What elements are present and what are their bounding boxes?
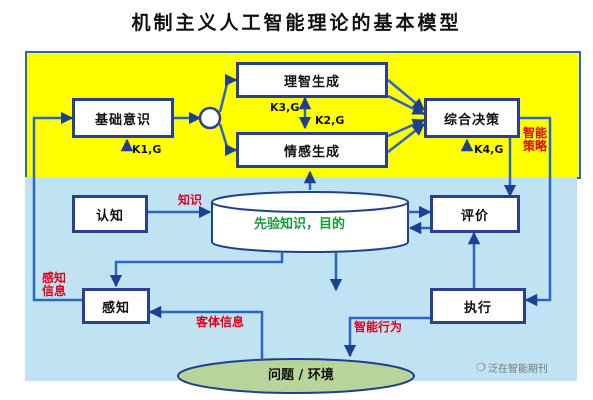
cognition-box: 认知 <box>72 195 148 233</box>
chat-bubble-icon: ❍ <box>476 361 486 374</box>
smart-strategy-line-1: 智能 <box>523 126 548 140</box>
k2g-label: K2,G <box>315 114 345 127</box>
smart-strategy-label: 智能 策略 <box>523 127 547 153</box>
execution-box: 执行 <box>430 288 526 324</box>
comprehensive-decision-box: 综合决策 <box>424 98 520 138</box>
perceived-info-line-1: 感知 <box>42 271 67 285</box>
perceived-info-line-2: 信息 <box>42 284 67 298</box>
basic-consciousness-box: 基础意识 <box>72 98 174 138</box>
watermark: ❍ 泛在智能期刊 <box>476 360 548 375</box>
problem-environment-ellipse <box>177 358 415 394</box>
k3g-label: K3,G <box>270 101 300 114</box>
problem-environment-label: 问题 / 环境 <box>268 368 334 383</box>
diagram-title: 机制主义人工智能理论的基本模型 <box>131 12 462 34</box>
knowledge-label: 知识 <box>178 193 203 207</box>
evaluation-box: 评价 <box>430 195 520 233</box>
knowledge-cylinder <box>211 191 409 253</box>
perception-box: 感知 <box>82 288 150 324</box>
junction-circle <box>198 106 222 130</box>
watermark-text: 泛在智能期刊 <box>487 364 548 375</box>
emotion-generation-box: 情感生成 <box>236 132 388 168</box>
smart-behavior-label: 智能行为 <box>354 320 403 334</box>
k4g-label: K4,G <box>474 143 504 156</box>
perceived-info-label: 感知 信息 <box>42 272 66 298</box>
k1g-label: K1,G <box>132 143 162 156</box>
smart-strategy-line-2: 策略 <box>523 139 548 153</box>
rational-generation-box: 理智生成 <box>236 62 388 98</box>
object-info-label: 客体信息 <box>196 315 245 329</box>
prior-knowledge-goal-label: 先验知识，目的 <box>254 217 346 232</box>
